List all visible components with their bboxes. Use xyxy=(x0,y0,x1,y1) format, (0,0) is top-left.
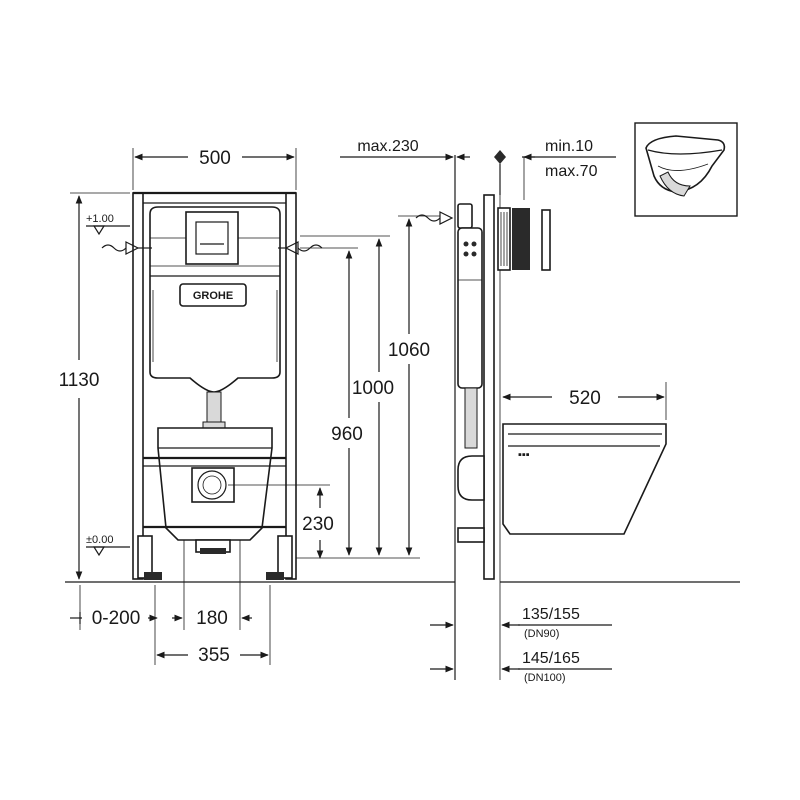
dim-plate-min-label: min.10 xyxy=(545,138,593,155)
dim-outlet-dn100: 145/165 (DN100) xyxy=(430,650,612,684)
dim-outlet-dn100-label: 145/165 xyxy=(522,650,580,667)
left-foot xyxy=(137,535,153,579)
brand-plate xyxy=(179,283,247,307)
brand-logo-text: GROHE xyxy=(193,290,233,302)
flush-pipe xyxy=(206,391,222,423)
dim-frame-width-label: 500 xyxy=(199,148,231,169)
dim-inlet-height: 960 xyxy=(296,247,420,559)
side-drain-bend xyxy=(457,527,485,543)
level-floor-label: ±0.00 xyxy=(86,534,113,546)
dim-height-1000-label: 1000 xyxy=(352,378,394,399)
frame-left-post xyxy=(132,192,144,580)
level-top-label: +1.00 xyxy=(86,213,114,225)
right-foot xyxy=(277,535,293,579)
diamond-marker-icon xyxy=(494,150,506,164)
side-view: ▪▪▪ max.230 min.10 max.70 520 xyxy=(340,138,667,684)
dim-offset-label: 0-200 xyxy=(92,608,141,629)
dim-drain-height: 230 xyxy=(228,484,334,559)
water-inlet-side-icon xyxy=(415,203,473,229)
dim-plate-depth: min.10 max.70 xyxy=(494,138,616,200)
dim-wall-depth: max.230 xyxy=(340,138,470,161)
dim-bowl-length: 520 xyxy=(502,382,667,420)
dim-inlet-height-label: 960 xyxy=(331,424,363,445)
dim-total-height-label: 1130 xyxy=(59,370,100,391)
toilet-inset xyxy=(634,122,738,217)
level-marker-floor: ±0.00 xyxy=(86,534,130,557)
dim-height-1000: 1000 xyxy=(300,235,394,556)
dn90-caption: (DN90) xyxy=(524,628,559,640)
bowl-mark: ▪▪▪ xyxy=(518,449,530,461)
dim-bowl-length-label: 520 xyxy=(569,388,601,409)
dim-height-1060-label: 1060 xyxy=(388,340,430,361)
flush-plate-side xyxy=(497,207,551,271)
dim-offset: 0-200 xyxy=(70,585,158,665)
dim-wall-depth-label: max.230 xyxy=(357,138,418,155)
dim-frame-width: 500 xyxy=(132,148,297,190)
dim-outlet-dn90-label: 135/155 xyxy=(522,606,580,623)
side-cistern xyxy=(457,227,483,389)
side-frame-post xyxy=(483,194,495,580)
dn100-caption: (DN100) xyxy=(524,672,566,684)
dim-height-1060: 1060 xyxy=(388,215,440,556)
dim-plate-max-label: max.70 xyxy=(545,163,598,180)
dim-total-height: 1130 xyxy=(59,192,130,580)
drain-outlet xyxy=(197,470,227,500)
dim-drain-height-label: 230 xyxy=(302,514,334,535)
flush-plate-opening xyxy=(185,211,239,265)
pan-frame xyxy=(143,427,286,554)
level-marker-top: +1.00 xyxy=(86,213,130,236)
toilet-bowl-side: ▪▪▪ xyxy=(502,423,667,535)
dim-foot-spacing: 355 xyxy=(156,585,271,666)
dim-foot-spacing-label: 355 xyxy=(198,645,230,666)
dim-pipe-spacing-label: 180 xyxy=(196,608,228,629)
dim-outlet-dn90: 135/155 (DN90) xyxy=(430,606,612,640)
side-flush-pipe xyxy=(464,387,478,449)
dim-pipe-spacing: 180 xyxy=(172,540,252,630)
wall-hung-toilet-icon xyxy=(645,135,726,197)
front-view: GROHE xyxy=(59,148,440,666)
water-inlet-left-icon xyxy=(101,241,152,255)
